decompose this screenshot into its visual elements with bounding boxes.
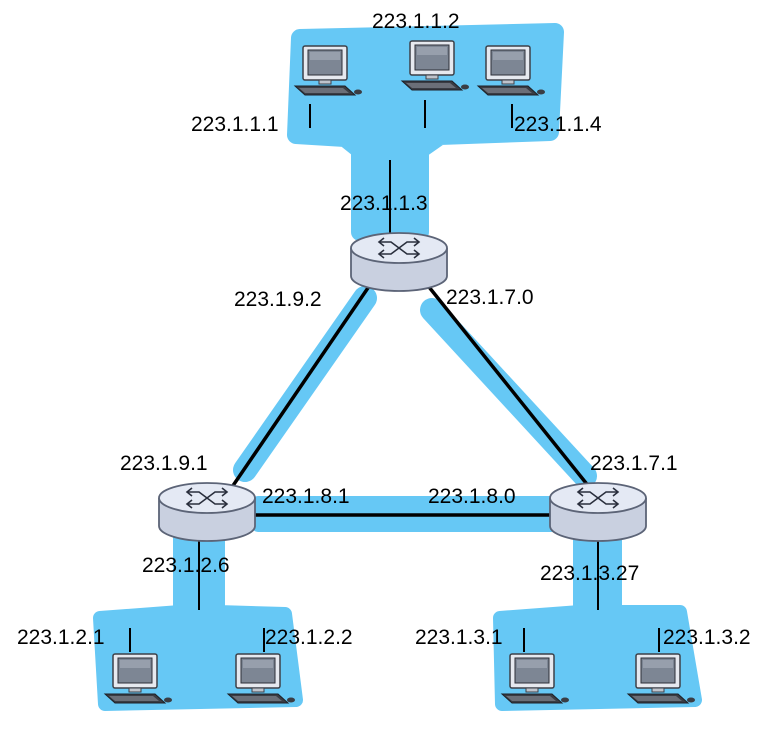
label-right-router-up: 223.1.7.1 [590, 452, 678, 475]
label-bl-host-2: 223.1.2.2 [265, 626, 353, 649]
label-top-router-down: 223.1.1.3 [340, 192, 428, 215]
label-top-router-left: 223.1.9.2 [234, 288, 322, 311]
label-top-host-1: 223.1.1.1 [191, 113, 279, 136]
label-top-router-right: 223.1.7.0 [446, 286, 534, 309]
label-br-host-2: 223.1.3.2 [663, 626, 751, 649]
label-top-host-4: 223.1.1.4 [514, 113, 602, 136]
router-icon [158, 482, 256, 542]
router-icon [350, 232, 448, 292]
label-top-host-2: 223.1.1.2 [372, 10, 460, 33]
label-br-host-1: 223.1.3.1 [415, 626, 503, 649]
label-right-router-down: 223.1.3.27 [540, 562, 639, 585]
label-left-router-right: 223.1.8.1 [262, 485, 350, 508]
label-right-router-left: 223.1.8.0 [428, 485, 516, 508]
subnet-top [287, 23, 564, 241]
label-left-router-down: 223.1.2.6 [142, 554, 230, 577]
links [129, 100, 660, 652]
label-left-router-up: 223.1.9.1 [120, 452, 208, 475]
link-top-right [423, 280, 592, 490]
link-top-left [228, 281, 374, 491]
router-icon [549, 482, 647, 542]
label-bl-host-1: 223.1.2.1 [17, 626, 105, 649]
